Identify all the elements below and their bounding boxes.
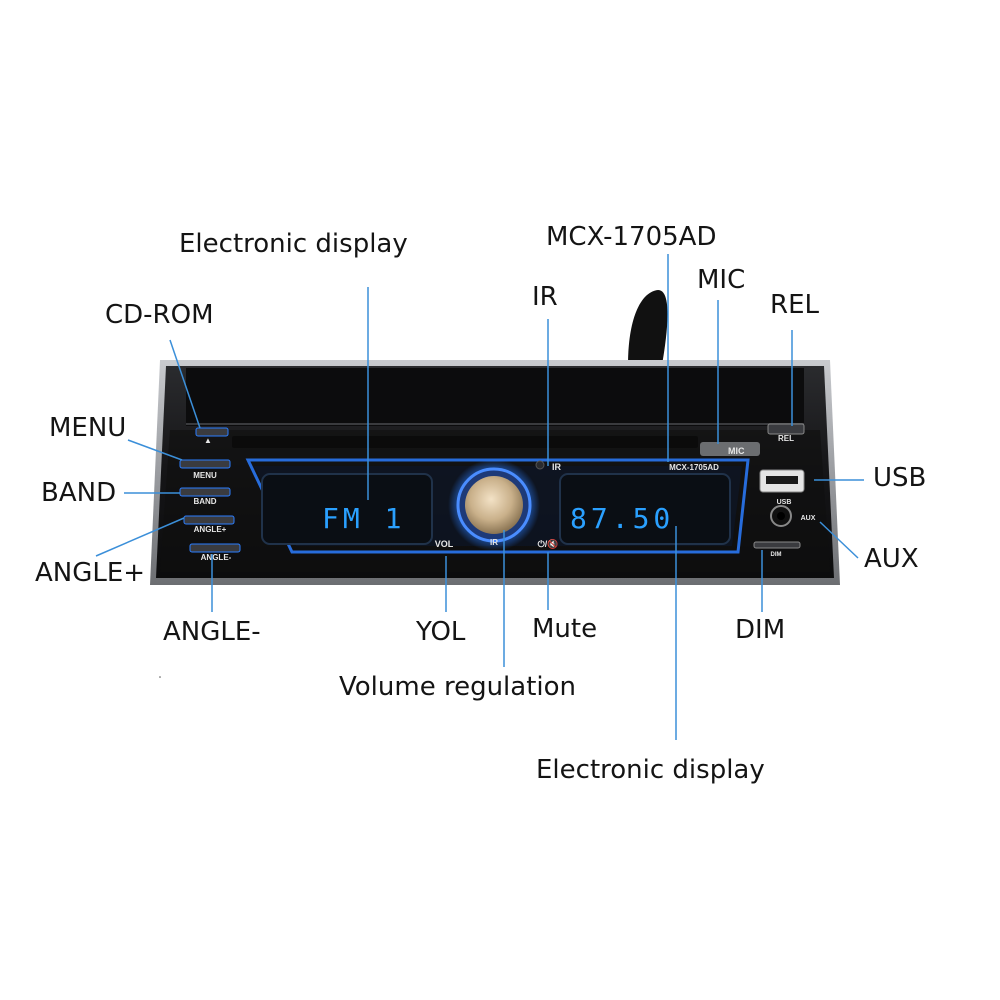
angle-minus-panel-label: ANGLE- <box>201 553 232 562</box>
mic-grille <box>700 442 760 456</box>
menu-button[interactable] <box>179 459 231 469</box>
menu-panel-label: MENU <box>193 471 217 480</box>
model-panel-label: MCX-1705AD <box>669 463 719 472</box>
rel-panel-label: REL <box>778 434 794 443</box>
callout-menu: MENU <box>49 413 127 443</box>
leader-aux <box>819 521 859 559</box>
callout-dim: DIM <box>735 615 786 645</box>
band-panel-label: BAND <box>193 497 216 506</box>
callout-angle-plus: ANGLE+ <box>35 558 146 588</box>
callout-aux: AUX <box>864 544 919 574</box>
callout-yol: YOL <box>416 617 466 647</box>
ir-panel-label: IR <box>552 462 562 472</box>
callout-band: BAND <box>41 478 117 508</box>
callout-mic: MIC <box>697 265 746 295</box>
rel-button[interactable] <box>767 423 805 435</box>
callout-electronic-display-top: Electronic display <box>179 229 408 259</box>
callout-rel: REL <box>770 290 819 320</box>
ir-sensor <box>535 460 545 470</box>
callout-ir: IR <box>532 282 558 312</box>
usb-panel-label: USB <box>777 499 792 506</box>
angle-plus-panel-label: ANGLE+ <box>194 525 227 534</box>
right-lcd-text: 87.50 <box>570 502 674 535</box>
callout-mute: Mute <box>532 614 598 644</box>
callout-mcx-model: MCX-1705AD <box>546 222 717 252</box>
left-lcd-screen <box>261 473 433 545</box>
left-lcd-text: FM 1 <box>322 502 405 535</box>
volume-knob[interactable] <box>465 476 523 534</box>
dust-speck <box>159 676 161 678</box>
right-lcd-screen <box>559 473 731 545</box>
aux-panel-label: AUX <box>801 515 816 522</box>
knob-ir-panel-label: IR <box>490 538 498 547</box>
callout-usb: USB <box>873 463 927 493</box>
top-lid <box>186 368 804 426</box>
callout-electronic-display-bottom: Electronic display <box>536 755 765 785</box>
vol-panel-label: VOL <box>435 539 454 549</box>
leader-menu <box>127 439 183 461</box>
eject-symbol: ▲ <box>204 436 212 445</box>
callout-volume-regulation: Volume regulation <box>339 672 577 702</box>
dim-button[interactable] <box>753 541 801 549</box>
callout-angle-minus: ANGLE- <box>163 617 261 647</box>
antenna <box>628 290 668 365</box>
callout-cd-rom: CD-ROM <box>105 300 214 330</box>
angle-minus-button[interactable] <box>189 543 241 553</box>
mute-power-symbol: ⏻/🔇 <box>538 538 559 549</box>
band-button[interactable] <box>179 487 231 497</box>
leader-angle-plus <box>95 517 185 557</box>
dim-panel-label: DIM <box>771 552 782 558</box>
eject-button[interactable] <box>195 427 229 437</box>
angle-plus-button[interactable] <box>183 515 235 525</box>
leader-cd-rom <box>169 339 201 429</box>
leader-lines <box>95 254 864 740</box>
mic-panel-label: MIC <box>728 446 745 456</box>
